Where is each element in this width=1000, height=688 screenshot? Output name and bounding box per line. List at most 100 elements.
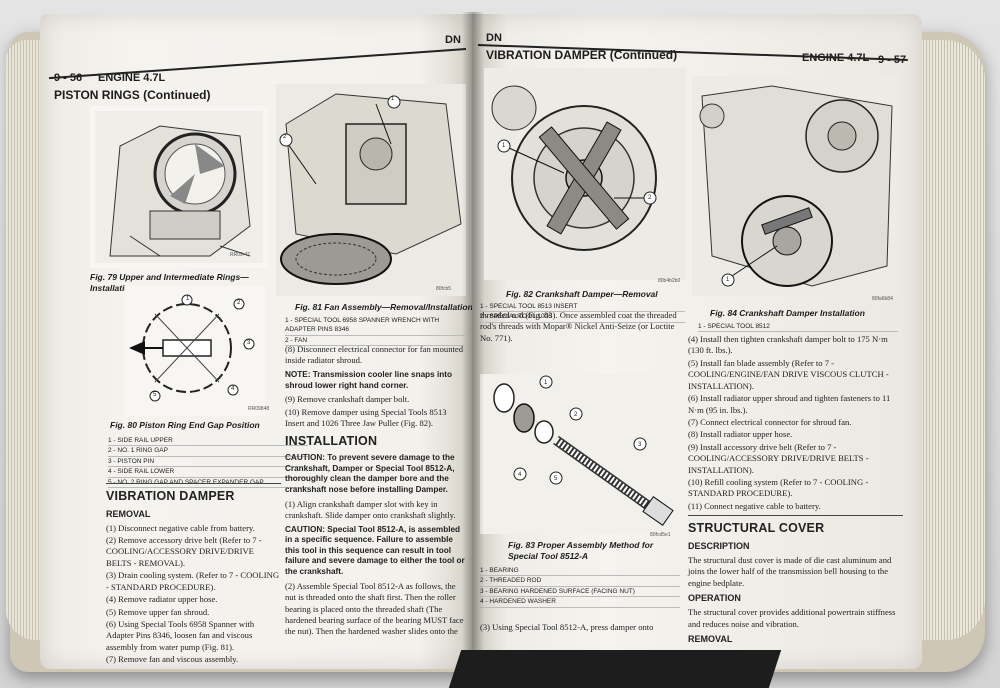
- fig83-legend-item: 4 - HARDENED WASHER: [480, 597, 680, 608]
- fig81-callout-1: 1: [391, 96, 395, 102]
- fig83-caption: Fig. 83 Proper Assembly Method for Speci…: [508, 540, 654, 561]
- installation-step: (5) Install fan blade assembly (Refer to…: [688, 357, 889, 391]
- fig81-legend: 1 - SPECIAL TOOL 6958 SPANNER WRENCH WIT…: [285, 316, 465, 347]
- right-column-2: (4) Install then tighten crankshaft damp…: [688, 334, 903, 660]
- fig84-illustration: [692, 76, 897, 296]
- removal-heading-2: REMOVAL: [688, 634, 733, 644]
- book-gutter-shadow: [462, 12, 484, 670]
- fig81-caption: Fig. 81 Fan Assembly—Removal/Installatio…: [295, 302, 472, 312]
- fig83-callout-5: 5: [554, 476, 558, 482]
- right-page: DN VIBRATION DAMPER (Continued) ENGINE 4…: [472, 14, 922, 669]
- fig83-callout-3: 3: [638, 442, 642, 448]
- fig84-caption: Fig. 84 Crankshaft Damper Installation: [710, 308, 865, 318]
- fig80-illustration: [125, 286, 265, 416]
- left-chapter: ENGINE 4.7L: [98, 72, 166, 84]
- right-column-1-bottom: (3) Using Special Tool 8512-A, press dam…: [480, 622, 680, 634]
- removal-step: (1) Disconnect negative cable from batte…: [106, 522, 255, 533]
- fig83-legend: 1 - BEARING 2 - THREADED ROD 3 - BEARING…: [480, 566, 680, 608]
- installation-step-1: (1) Align crankshaft damper slot with ke…: [285, 498, 456, 521]
- binding-strap: [448, 650, 782, 688]
- fig80-callout-2: 2: [237, 300, 241, 306]
- installation-step: (6) Install radiator upper shroud and ti…: [688, 393, 891, 415]
- fig79-illustration: [90, 106, 268, 268]
- note-cooler-line: NOTE: Transmission cooler line snaps int…: [285, 369, 452, 390]
- fig82-code: 80b4b2b0: [658, 278, 681, 284]
- fig81-callout-2: 2: [283, 134, 287, 140]
- fig83-code: 80fcd5e1: [650, 532, 671, 538]
- installation-step: (4) Install then tighten crankshaft damp…: [688, 334, 888, 356]
- fig82-callout-1: 1: [502, 143, 506, 149]
- installation-step-3: (3) Using Special Tool 8512-A, press dam…: [480, 622, 654, 632]
- fig82-callout-2: 2: [648, 195, 652, 201]
- fig84-legend-item: 1 - SPECIAL TOOL 8512: [698, 322, 898, 333]
- left-page: 9 - 56 ENGINE 4.7L DN PISTON RINGS (Cont…: [40, 14, 472, 669]
- fig80-callout-5: 5: [153, 392, 157, 398]
- installation-step: (8) Install radiator upper hose.: [688, 429, 793, 440]
- fig80-callout-4: 4: [231, 386, 235, 392]
- fig84-code: 80fa6b84: [872, 296, 893, 302]
- fig82-legend-item: 1 - SPECIAL TOOL 8513 INSERT: [480, 302, 685, 313]
- removal-step-9: (9) Remove crankshaft damper bolt.: [285, 394, 410, 405]
- fig80-legend-item: 1 - SIDE RAIL UPPER: [108, 436, 308, 447]
- fig80-legend-item: 4 - SIDE RAIL LOWER: [108, 467, 308, 478]
- fig82-illustration: [484, 68, 686, 280]
- fig79-caption: Fig. 79 Upper and Intermediate Rings—Ins…: [90, 272, 249, 293]
- left-column-1: VIBRATION DAMPER REMOVAL (1) Disconnect …: [106, 480, 281, 667]
- installation-step-2-continued: threaded rod (Fig. 83). Once assembled c…: [480, 310, 677, 343]
- fig82-caption: Fig. 82 Crankshaft Damper—Removal: [506, 289, 658, 299]
- installation-step: (10) Refill cooling system (Refer to 7 -…: [688, 477, 869, 499]
- removal-step: (3) Drain cooling system. (Refer to 7 - …: [106, 570, 280, 592]
- vibration-damper-heading: VIBRATION DAMPER: [106, 489, 235, 503]
- removal-step: (6) Using Special Tools 6958 Spanner wit…: [106, 618, 255, 652]
- removal-step: (5) Remove upper fan shroud.: [106, 606, 210, 617]
- fig80-code: RR09848: [248, 406, 270, 412]
- section-rule: [688, 515, 903, 517]
- fig80-legend-item: 5 - NO. 2 RING GAP AND SPACER EXPANDER G…: [108, 478, 308, 489]
- operation-text: The structural cover provides additional…: [688, 607, 896, 629]
- removal-step: (4) Remove radiator upper hose.: [106, 594, 218, 605]
- fig83-illustration: [480, 374, 680, 534]
- removal-heading: REMOVAL: [106, 508, 151, 519]
- removal-step: (2) Remove accessory drive belt (Refer t…: [106, 535, 262, 568]
- left-section-title: PISTON RINGS (Continued): [54, 88, 211, 102]
- installation-step-2: (2) Assemble Special Tool 8512-A as foll…: [285, 580, 464, 637]
- installation-heading: INSTALLATION: [285, 434, 378, 449]
- right-header-left: DN: [486, 32, 502, 44]
- fig80-caption: Fig. 80 Piston Ring End Gap Position: [110, 420, 260, 430]
- fig83-callout-2: 2: [574, 412, 578, 418]
- fig81-legend-item: 1 - SPECIAL TOOL 6958 SPANNER WRENCH WIT…: [285, 316, 465, 336]
- fig84-legend: 1 - SPECIAL TOOL 8512: [698, 322, 898, 333]
- removal-step: (7) Remove fan and viscous assembly.: [106, 654, 239, 665]
- fig83-callout-4: 4: [518, 472, 522, 478]
- section-rule: [106, 483, 281, 484]
- fig83-legend-item: 2 - THREADED ROD: [480, 576, 680, 587]
- left-header-right: DN: [445, 34, 461, 46]
- fig80-legend-item: 2 - NO. 1 RING GAP: [108, 446, 308, 457]
- fig83-legend-item: 1 - BEARING: [480, 566, 680, 577]
- fig81-illustration: [276, 84, 466, 296]
- fig82-legend: 1 - SPECIAL TOOL 8513 INSERT 2 - SPECIAL…: [480, 302, 685, 323]
- caution-clean-bore: CAUTION: To prevent severe damage to the…: [285, 453, 455, 495]
- removal-step-8: (8) Disconnect electrical connector for …: [285, 344, 464, 366]
- installation-step: (7) Connect electrical connector for shr…: [688, 416, 852, 427]
- right-section-title: VIBRATION DAMPER (Continued): [486, 48, 678, 62]
- fig81-code: 80fcb5: [436, 286, 452, 292]
- left-column-2: (8) Disconnect electrical connector for …: [285, 344, 467, 639]
- fig82-legend-item: 2 - SPECIAL TOOL 1026: [480, 312, 685, 323]
- fig79-code: RR09-47: [230, 252, 251, 258]
- structural-cover-heading: STRUCTURAL COVER: [688, 521, 825, 536]
- operation-heading: OPERATION: [688, 593, 741, 604]
- fig83-legend-item: 3 - BEARING HARDENED SURFACE (FACING NUT…: [480, 587, 680, 598]
- left-header-rule: [48, 48, 467, 80]
- fig80-callout-3: 3: [247, 340, 251, 346]
- caution-tool-sequence: CAUTION: Special Tool 8512-A, is assembl…: [285, 524, 465, 577]
- description-heading: DESCRIPTION: [688, 540, 750, 551]
- description-text: The structural dust cover is made of die…: [688, 554, 892, 588]
- fig81-legend-item: 2 - FAN: [285, 336, 465, 347]
- fig80-callout-1: 1: [186, 296, 190, 302]
- fig84-callout-1: 1: [726, 277, 730, 283]
- removal-step-10: (10) Remove damper using Special Tools 8…: [285, 406, 447, 428]
- installation-step: (11) Connect negative cable to battery.: [688, 500, 821, 511]
- fig80-legend: 1 - SIDE RAIL UPPER 2 - NO. 1 RING GAP 3…: [108, 436, 308, 489]
